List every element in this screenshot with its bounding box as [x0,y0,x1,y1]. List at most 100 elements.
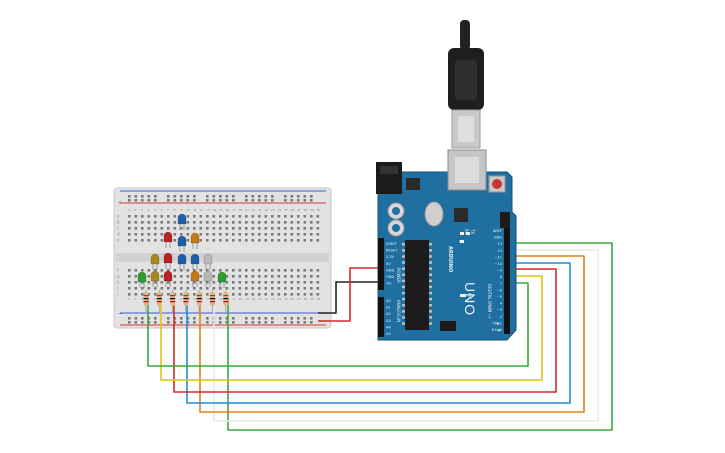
breadboard-rail-hole[interactable] [147,195,151,198]
breadboard-hole[interactable] [284,293,287,296]
breadboard-rail-hole[interactable] [134,321,138,324]
breadboard-rail-hole[interactable] [193,195,196,198]
breadboard-rail-hole[interactable] [310,317,313,320]
breadboard-hole[interactable] [277,281,281,284]
breadboard-hole[interactable] [232,281,235,284]
breadboard-hole[interactable] [128,275,131,278]
breadboard-hole[interactable] [303,239,307,242]
breadboard-rail-hole[interactable] [303,321,307,324]
breadboard-hole[interactable] [134,275,138,278]
breadboard-hole[interactable] [316,269,320,272]
led-extra-6[interactable] [163,270,173,282]
breadboard-rail-hole[interactable] [193,321,196,324]
breadboard-hole[interactable] [245,281,248,284]
led-extra-1[interactable] [163,252,173,264]
breadboard-hole[interactable] [277,227,281,230]
breadboard-hole[interactable] [186,287,190,290]
breadboard-hole[interactable] [251,233,255,236]
led-extra-5[interactable] [150,270,160,282]
breadboard-hole[interactable] [212,281,216,284]
breadboard-hole[interactable] [134,227,138,230]
breadboard-hole[interactable] [290,269,294,272]
breadboard-rail-hole[interactable] [290,317,294,320]
breadboard-hole[interactable] [173,239,177,242]
breadboard-rail-hole[interactable] [310,195,313,198]
breadboard-hole[interactable] [310,239,313,242]
breadboard-hole[interactable] [141,221,144,224]
wires[interactable] [147,242,613,431]
breadboard-hole[interactable] [186,281,190,284]
breadboard-hole[interactable] [303,287,307,290]
breadboard-hole[interactable] [173,215,177,218]
breadboard-hole[interactable] [186,239,190,242]
digital-header-low[interactable] [504,288,510,334]
breadboard-hole[interactable] [271,293,274,296]
breadboard-hole[interactable] [277,293,281,296]
digital-header-high[interactable] [504,228,510,292]
breadboard-rail-hole[interactable] [284,199,287,202]
breadboard-hole[interactable] [310,281,313,284]
breadboard-rail-hole[interactable] [258,317,261,320]
breadboard-hole[interactable] [271,227,274,230]
breadboard-hole[interactable] [245,215,248,218]
wire-ground-black[interactable] [318,281,378,314]
breadboard-rail-hole[interactable] [141,195,144,198]
breadboard-hole[interactable] [238,239,242,242]
breadboard-hole[interactable] [141,281,144,284]
breadboard-hole[interactable] [245,293,248,296]
breadboard-hole[interactable] [180,275,183,278]
breadboard-hole[interactable] [219,227,222,230]
led-extra-3[interactable] [177,253,187,265]
breadboard-hole[interactable] [303,293,307,296]
breadboard-hole[interactable] [206,215,209,218]
breadboard-rail-hole[interactable] [225,199,229,202]
breadboard-hole[interactable] [180,269,183,272]
breadboard-hole[interactable] [134,233,138,236]
breadboard-hole[interactable] [251,275,255,278]
breadboard-hole[interactable] [134,287,138,290]
breadboard-hole[interactable] [160,269,164,272]
breadboard-hole[interactable] [147,281,151,284]
breadboard-hole[interactable] [167,221,170,224]
breadboard-hole[interactable] [225,227,229,230]
breadboard-hole[interactable] [199,281,203,284]
breadboard-hole[interactable] [284,215,287,218]
breadboard-hole[interactable] [219,233,222,236]
breadboard-rail-hole[interactable] [225,321,229,324]
breadboard-rail-hole[interactable] [290,195,294,198]
breadboard-hole[interactable] [206,281,209,284]
breadboard-hole[interactable] [284,287,287,290]
breadboard-hole[interactable] [251,287,255,290]
breadboard-hole[interactable] [225,269,229,272]
breadboard-hole[interactable] [290,227,294,230]
breadboard-rail-hole[interactable] [141,317,144,320]
breadboard-hole[interactable] [219,287,222,290]
breadboard-hole[interactable] [277,275,281,278]
breadboard-rail-hole[interactable] [206,321,209,324]
breadboard-hole[interactable] [141,293,144,296]
breadboard-hole[interactable] [251,239,255,242]
breadboard-hole[interactable] [238,293,242,296]
breadboard-hole[interactable] [258,281,261,284]
breadboard-hole[interactable] [290,215,294,218]
power-header[interactable] [378,238,384,290]
breadboard-hole[interactable] [173,281,177,284]
breadboard-hole[interactable] [206,287,209,290]
breadboard-hole[interactable] [154,227,157,230]
breadboard-hole[interactable] [186,215,190,218]
breadboard-rail-hole[interactable] [128,321,131,324]
breadboard-hole[interactable] [134,293,138,296]
breadboard-rail-hole[interactable] [284,195,287,198]
breadboard-hole[interactable] [180,233,183,236]
breadboard-hole[interactable] [199,275,203,278]
breadboard-rail-hole[interactable] [232,199,235,202]
breadboard-hole[interactable] [258,227,261,230]
breadboard-hole[interactable] [251,227,255,230]
breadboard-rail-hole[interactable] [225,195,229,198]
breadboard-hole[interactable] [212,287,216,290]
breadboard-hole[interactable] [199,221,203,224]
breadboard-rail-hole[interactable] [245,317,248,320]
led-4[interactable] [177,213,187,225]
breadboard-hole[interactable] [212,227,216,230]
led-5[interactable] [190,232,200,244]
